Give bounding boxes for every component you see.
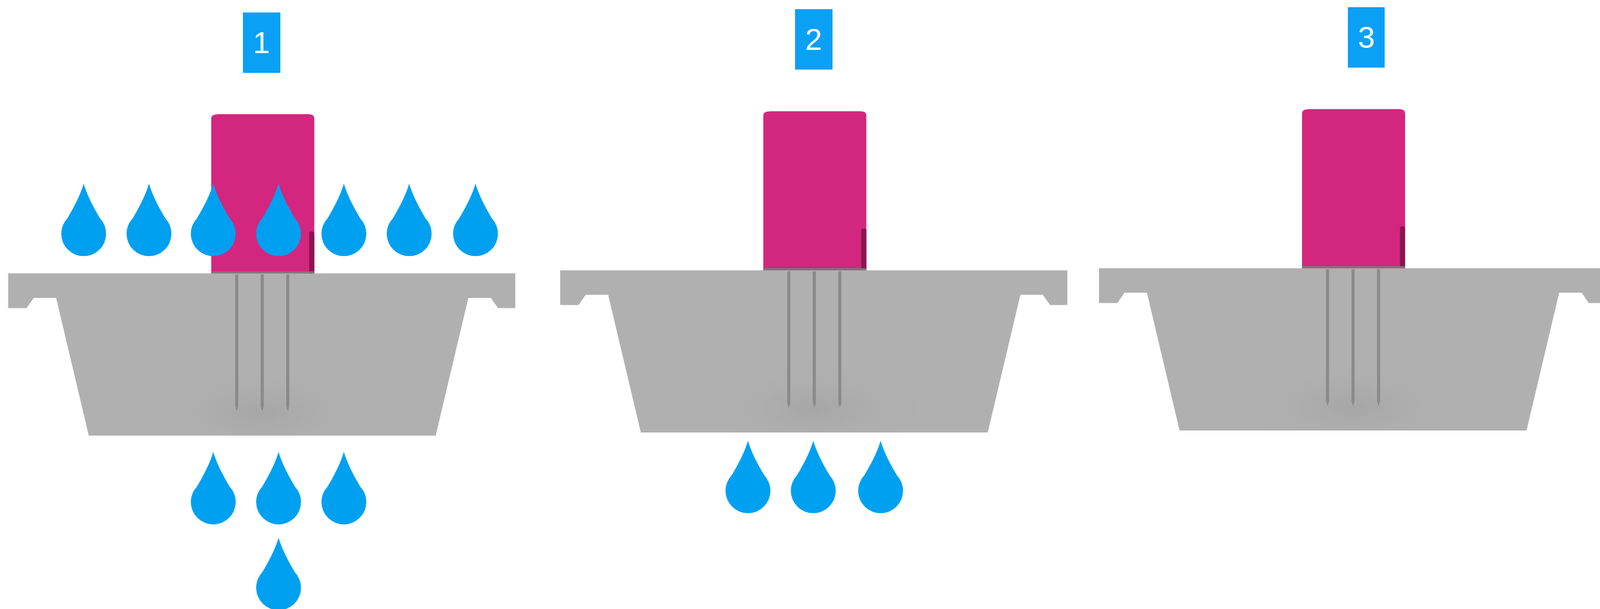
water-drop	[725, 441, 771, 515]
sensor-in-pot	[560, 110, 1067, 433]
water-drop	[256, 183, 301, 257]
panel-number-box: 2	[795, 9, 833, 70]
pot	[560, 270, 1067, 433]
water-drop	[858, 441, 903, 515]
sensor-pin	[260, 274, 264, 411]
sensor-pin	[1326, 269, 1330, 406]
panel-number-box: 3	[1347, 7, 1385, 68]
water-drop	[791, 441, 836, 515]
water-drop	[321, 183, 367, 257]
water-drop	[321, 452, 367, 526]
sensor-stripe	[309, 231, 315, 274]
sensor-stripe	[1399, 226, 1406, 269]
sensor-pin	[812, 271, 817, 408]
panel-number: 3	[1357, 22, 1375, 53]
panel-number: 1	[252, 27, 270, 58]
pot	[7, 273, 515, 436]
water-drop	[453, 183, 498, 257]
water-drop	[191, 183, 236, 257]
water-drop	[256, 452, 301, 526]
water-drop	[126, 183, 172, 257]
sensor-body	[1301, 108, 1406, 268]
water-drop	[256, 537, 301, 609]
sensor-pin	[787, 271, 791, 408]
sensor-base	[763, 268, 867, 271]
sensor-in-pot	[7, 114, 515, 436]
sensor-pin	[1351, 269, 1356, 406]
sensor-pin	[235, 274, 239, 411]
panel-number-box: 1	[242, 12, 281, 73]
water-drop	[61, 183, 106, 257]
water-drop	[191, 452, 236, 526]
panel-number: 2	[804, 24, 822, 55]
sensor-base	[1301, 266, 1406, 269]
sensor-body	[763, 110, 867, 270]
water-drop	[386, 183, 432, 257]
sensor-base	[211, 271, 315, 274]
sensor-pin	[286, 274, 290, 411]
sensor-stripe	[861, 228, 867, 271]
pot	[1099, 268, 1600, 431]
sensor-in-pot	[1099, 108, 1600, 431]
sensor-pin	[1376, 269, 1381, 406]
sensor-pin	[838, 271, 842, 408]
